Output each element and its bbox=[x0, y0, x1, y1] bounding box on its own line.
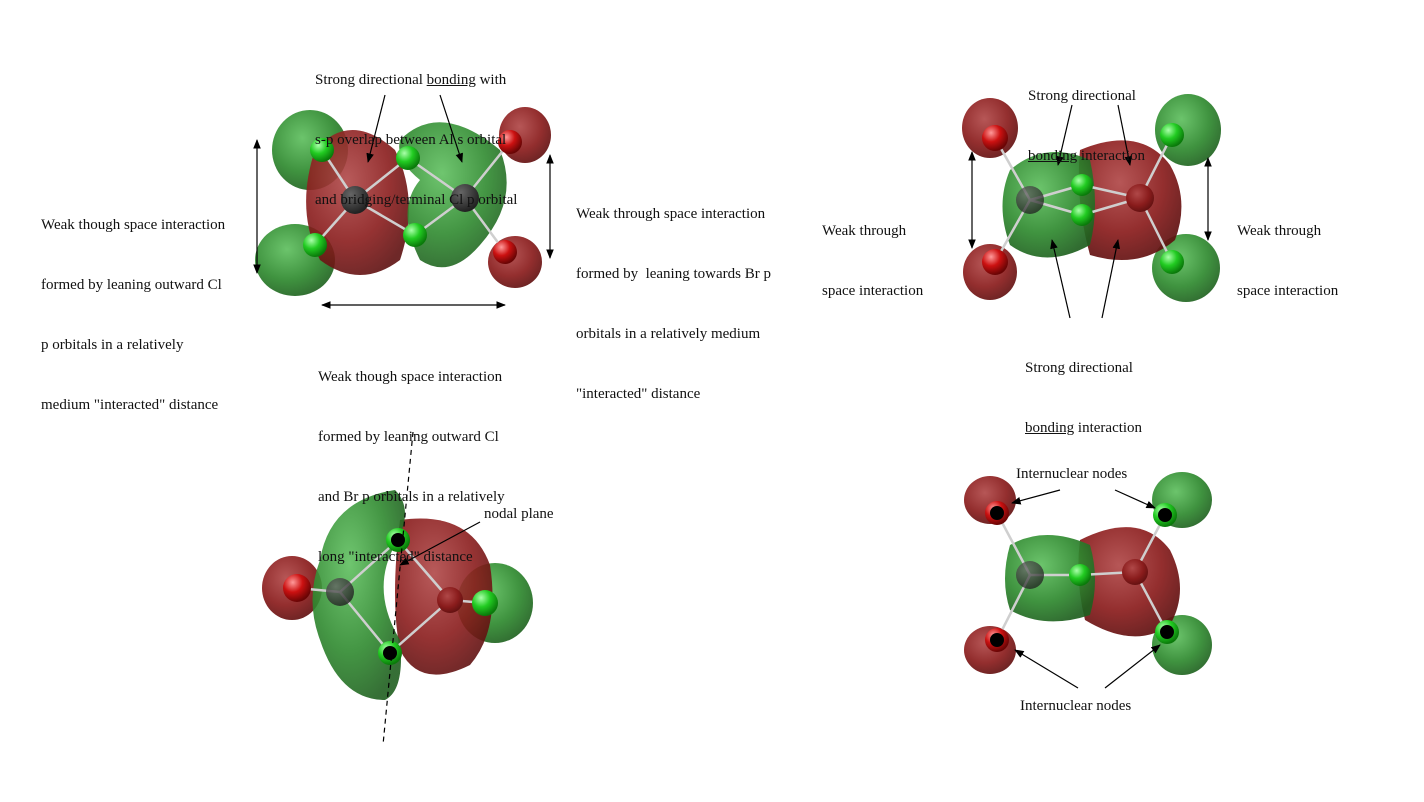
label-tl-left: Weak though space interaction formed by … bbox=[41, 217, 226, 413]
cl-atom bbox=[303, 233, 327, 257]
arrows-bottom-left bbox=[382, 431, 481, 746]
cl-atom bbox=[1160, 250, 1184, 274]
cl-atom bbox=[1071, 204, 1093, 226]
br-atom bbox=[493, 240, 517, 264]
molecule-bottom-left bbox=[262, 490, 533, 700]
label-internuclear-nodes-bottom: Internuclear nodes bbox=[1020, 698, 1132, 714]
br-atom bbox=[982, 249, 1008, 275]
cl-atom bbox=[1071, 174, 1093, 196]
cl-atom bbox=[403, 223, 427, 247]
cl-atom bbox=[472, 590, 498, 616]
br-lobe bbox=[488, 236, 542, 288]
label-tl-right: Weak through space interaction formed by… bbox=[576, 206, 771, 402]
al-atom bbox=[326, 578, 354, 606]
al-atom bbox=[341, 186, 369, 214]
cl-atom bbox=[310, 138, 334, 162]
label-internuclear-nodes-top: Internuclear nodes bbox=[1016, 466, 1128, 482]
label-tr-right: Weak through space interaction bbox=[1237, 223, 1339, 299]
molecule-top-left bbox=[255, 107, 551, 296]
label-nodal-plane: nodal plane bbox=[484, 506, 554, 522]
node-dot bbox=[990, 506, 1004, 520]
molecule-bottom-right bbox=[964, 472, 1212, 675]
al-atom bbox=[451, 184, 479, 212]
node-dot bbox=[1160, 625, 1174, 639]
al-atom bbox=[437, 587, 463, 613]
molecule-top-right bbox=[962, 94, 1221, 302]
cl-atom bbox=[396, 146, 420, 170]
node-dot bbox=[383, 646, 397, 660]
al-atom bbox=[1016, 186, 1044, 214]
node-dot bbox=[391, 533, 405, 547]
label-tr-top: Strong directional bonding interaction bbox=[1028, 88, 1146, 164]
label-tl-bonding: Strong directional bonding with s-p over… bbox=[315, 72, 518, 208]
al-atom bbox=[1126, 184, 1154, 212]
cl-atom bbox=[1069, 564, 1091, 586]
br-atom bbox=[283, 574, 311, 602]
al-atom bbox=[1122, 559, 1148, 585]
label-tl-bottom: Weak though space interaction formed by … bbox=[318, 369, 505, 565]
arrows-top-left bbox=[253, 94, 554, 309]
al-atom bbox=[1016, 561, 1044, 589]
label-tr-left: Weak through space interaction bbox=[822, 223, 924, 299]
al-green-lobe bbox=[1005, 535, 1095, 622]
nodal-plane-line bbox=[382, 431, 414, 746]
br-atom bbox=[498, 130, 522, 154]
node-dot bbox=[1158, 508, 1172, 522]
cl-lobe bbox=[1155, 94, 1221, 166]
cl-atom bbox=[1160, 123, 1184, 147]
br-atom bbox=[982, 125, 1008, 151]
arrows-bottom-right bbox=[1011, 489, 1161, 689]
label-tr-bottom: Strong directional bonding interaction bbox=[1025, 360, 1143, 436]
arrows-top-right bbox=[968, 104, 1212, 319]
node-dot bbox=[990, 633, 1004, 647]
